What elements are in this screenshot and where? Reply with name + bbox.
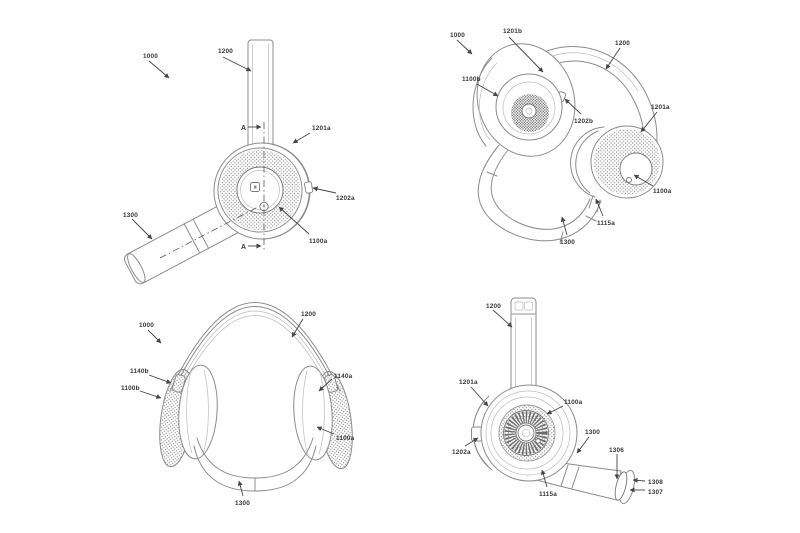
ref-label-1100a: 1100a xyxy=(564,399,583,406)
ref-label-1115a: 1115a xyxy=(597,220,615,227)
neckband xyxy=(477,144,602,244)
ref-label-1300: 1300 xyxy=(560,239,575,246)
air-tube xyxy=(124,201,245,285)
ref-label-1300: 1300 xyxy=(235,500,250,507)
section-marker-a-bottom: A xyxy=(241,244,246,251)
ref-label-1200: 1200 xyxy=(615,40,630,47)
ref-label-1202a: 1202a xyxy=(336,195,355,202)
ref-label-1200: 1200 xyxy=(486,303,501,310)
ref-label-1000: 1000 xyxy=(450,32,465,39)
ref-label-1308: 1308 xyxy=(648,479,663,486)
ref-label-1202a: 1202a xyxy=(452,449,471,456)
headband-stem xyxy=(510,297,537,395)
fan-mesh xyxy=(504,411,548,455)
ref-label-1307: 1307 xyxy=(648,489,663,496)
ref-label-1300: 1300 xyxy=(123,212,138,219)
ref-label-1100a: 1100a xyxy=(336,435,355,442)
ref-label-1100a: 1100a xyxy=(653,188,672,195)
figure-earcup-visor-view: 1200 1201a 1202a 1100a 1300 1306 1308 13… xyxy=(452,297,663,505)
ref-label-1100a: 1100a xyxy=(309,238,328,245)
leader-lines xyxy=(464,309,646,493)
neckband xyxy=(193,437,317,492)
ref-label-1201a: 1201a xyxy=(651,104,670,111)
figure-front-view: 1000 1200 1140b 1100b 1140a 1100a 1300 xyxy=(121,302,355,507)
ref-label-1300: 1300 xyxy=(585,429,600,436)
section-marker-a-top: A xyxy=(241,125,246,132)
ref-label-1202b: 1202b xyxy=(574,118,593,125)
section-line-a-a: A A xyxy=(159,122,265,259)
left-ear-cup xyxy=(178,364,218,460)
leader-lines xyxy=(131,56,337,240)
ref-label-1201a: 1201a xyxy=(312,125,331,132)
ref-label-1000: 1000 xyxy=(139,322,154,329)
figure-perspective-view: 1000 1201b 1200 1100b 1202b 1201a 1100a … xyxy=(450,28,672,246)
figure-earcup-side-view: A A 1000 1200 1201a 1202a 1300 1100a xyxy=(123,39,355,285)
ref-label-1100b: 1100b xyxy=(121,385,140,392)
headband-stem xyxy=(247,39,274,153)
ref-label-1306: 1306 xyxy=(609,447,624,454)
ref-label-1201a: 1201a xyxy=(459,379,478,386)
leader-lines xyxy=(456,36,658,236)
ref-label-1100b: 1100b xyxy=(462,76,481,83)
ear-cup xyxy=(471,384,578,482)
ref-label-1115a: 1115a xyxy=(539,491,557,498)
leader-lines xyxy=(139,318,335,497)
ref-label-1140b: 1140b xyxy=(130,368,149,375)
ref-label-1200: 1200 xyxy=(301,311,316,318)
ref-label-1000: 1000 xyxy=(143,53,158,60)
ref-label-1201b: 1201b xyxy=(503,28,522,35)
ref-label-1140a: 1140a xyxy=(334,373,353,380)
right-ear-cup xyxy=(570,125,664,213)
left-ear-cup xyxy=(472,43,576,157)
speaker-mesh xyxy=(511,94,549,132)
tube-opening xyxy=(614,471,628,501)
ref-label-1200: 1200 xyxy=(218,48,233,55)
